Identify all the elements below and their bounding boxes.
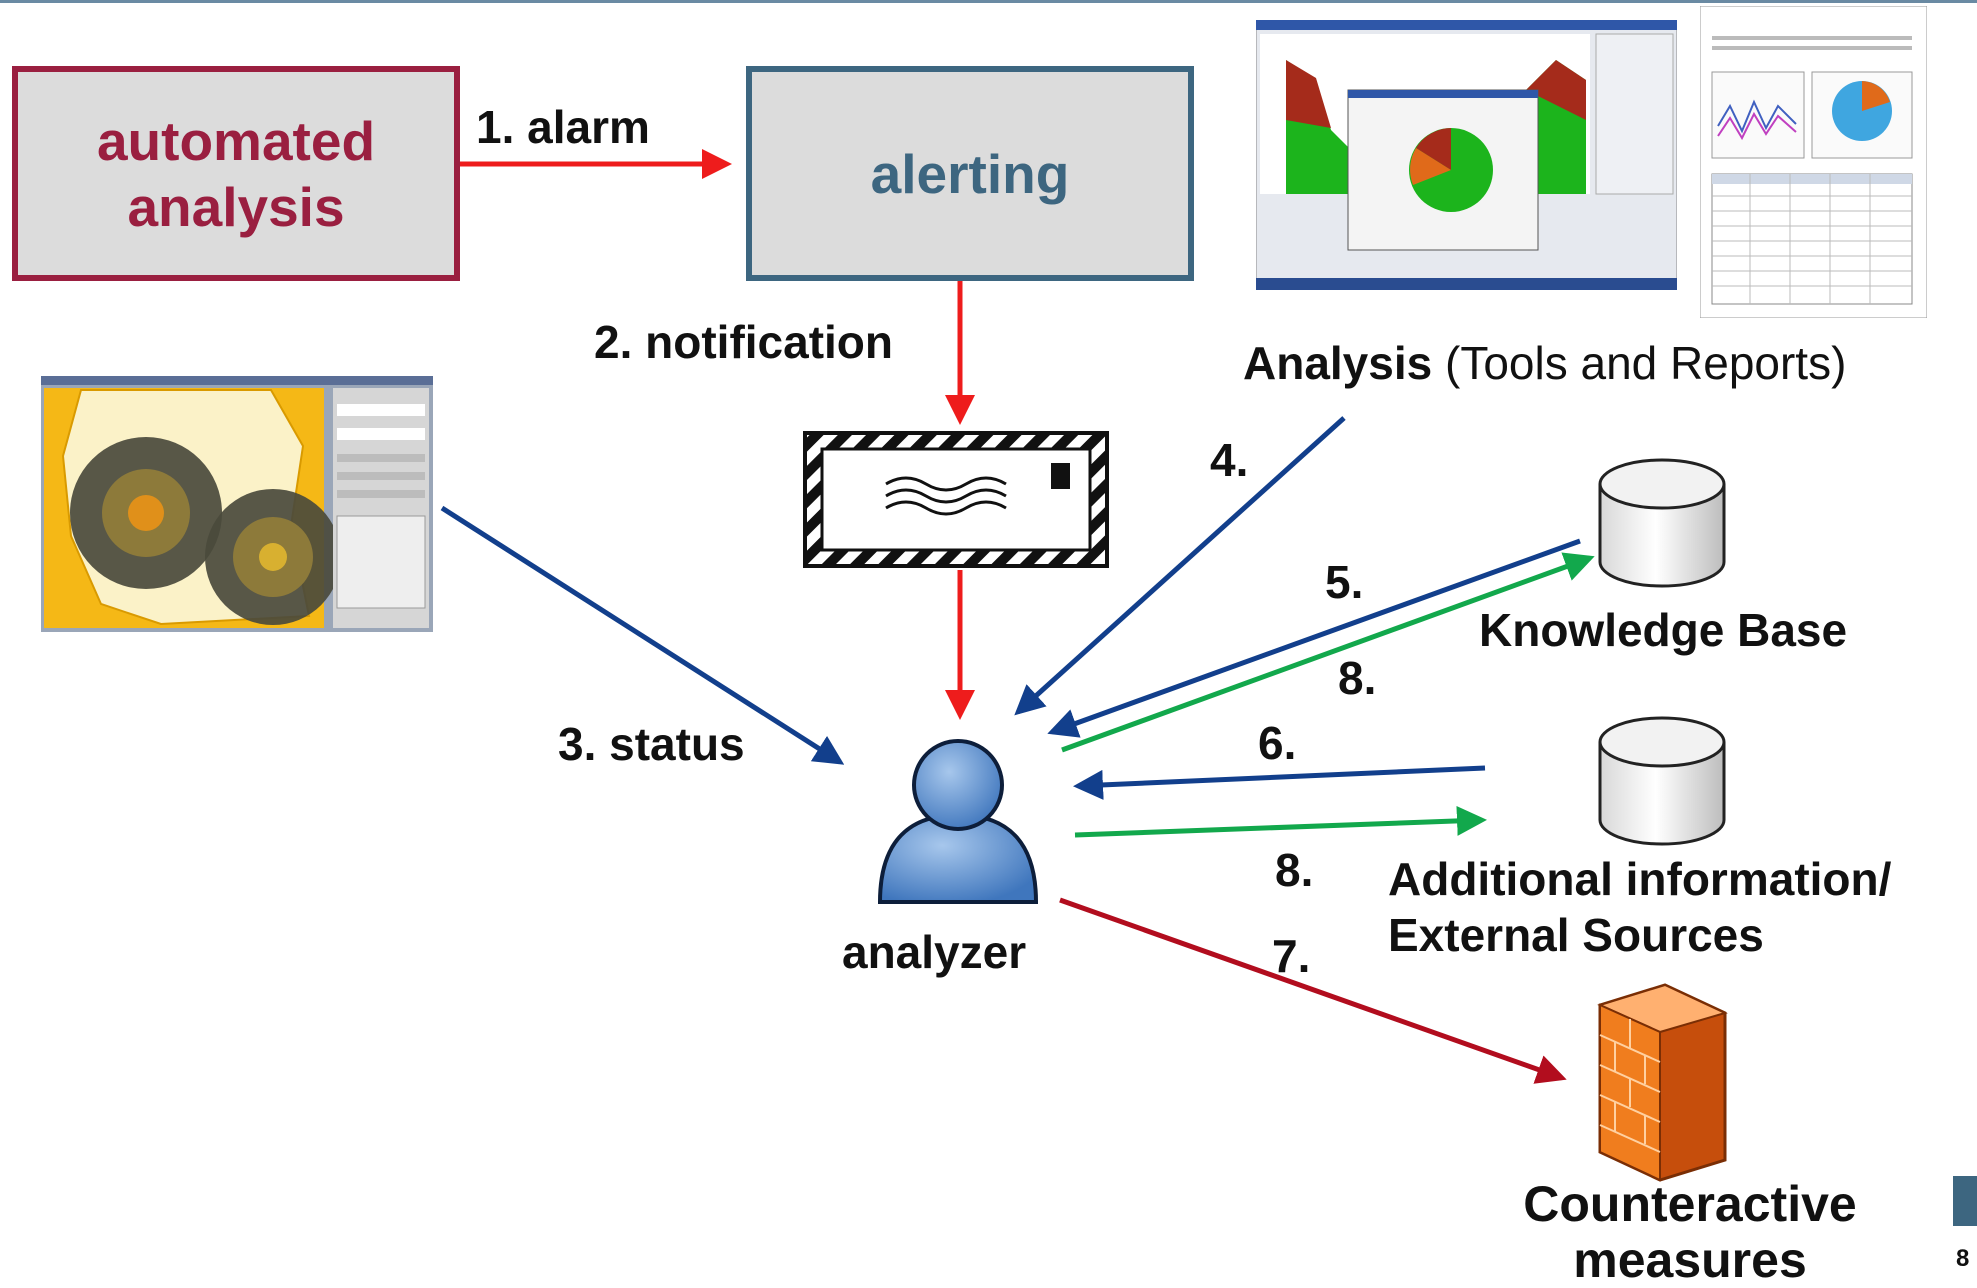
countermeasures-label: Counteractive measures [1440, 1176, 1940, 1288]
step-8b-label: 8. [1275, 844, 1314, 896]
step-2-label: 2. notification [594, 316, 893, 368]
database-icon [1598, 716, 1726, 846]
analysis-bold: Analysis [1243, 337, 1433, 389]
external-sources-line2: External Sources [1388, 909, 1764, 961]
step-6-label: 6. [1258, 717, 1297, 769]
step-8a-label: 8. [1338, 652, 1377, 704]
step-5-label: 5. [1325, 556, 1364, 608]
slide-corner-marker [1953, 1176, 1977, 1226]
arrow-knowledge-query [1047, 538, 1581, 738]
countermeasures-line1: Counteractive [1523, 1176, 1857, 1232]
user-icon [877, 739, 1039, 904]
step-1-label: 1. alarm [476, 101, 650, 153]
arrow-status [440, 505, 845, 765]
external-sources-line1: Additional information/ [1388, 853, 1892, 905]
alerting-label: alerting [870, 142, 1070, 205]
analysis-tool-screenshot [1256, 20, 1677, 290]
report-screenshot [1700, 6, 1927, 318]
analyzer-label: analyzer [842, 926, 1027, 978]
arrow-external-query [1073, 765, 1486, 800]
arrow-external-update [1074, 805, 1487, 838]
arrow-analysis [1014, 416, 1346, 716]
page-number: 8 [1956, 1245, 1970, 1272]
step-4-label: 4. [1210, 434, 1249, 486]
automated-analysis-line1: automated [96, 109, 376, 172]
database-icon [1598, 458, 1726, 588]
external-sources-label: Additional information/ External Sources [1388, 851, 1891, 963]
top-rule [0, 0, 1977, 3]
step-7-label: 7. [1272, 930, 1311, 982]
automated-analysis-box: automated analysis [12, 66, 460, 281]
automated-analysis-line2: analysis [127, 175, 345, 238]
analysis-tools-label: Analysis (Tools and Reports) [1243, 336, 1846, 390]
arrow-knowledge-update [1061, 552, 1595, 753]
knowledge-base-label: Knowledge Base [1479, 604, 1848, 656]
firewall-icon [1597, 983, 1728, 1182]
alerting-box: alerting [746, 66, 1194, 281]
envelope-icon [803, 431, 1109, 568]
step-3-label: 3. status [558, 718, 745, 770]
analysis-rest: (Tools and Reports) [1432, 337, 1847, 389]
map-tool-screenshot [41, 376, 433, 632]
countermeasures-line2: measures [1573, 1232, 1807, 1288]
arrow-countermeasures [1059, 897, 1567, 1084]
